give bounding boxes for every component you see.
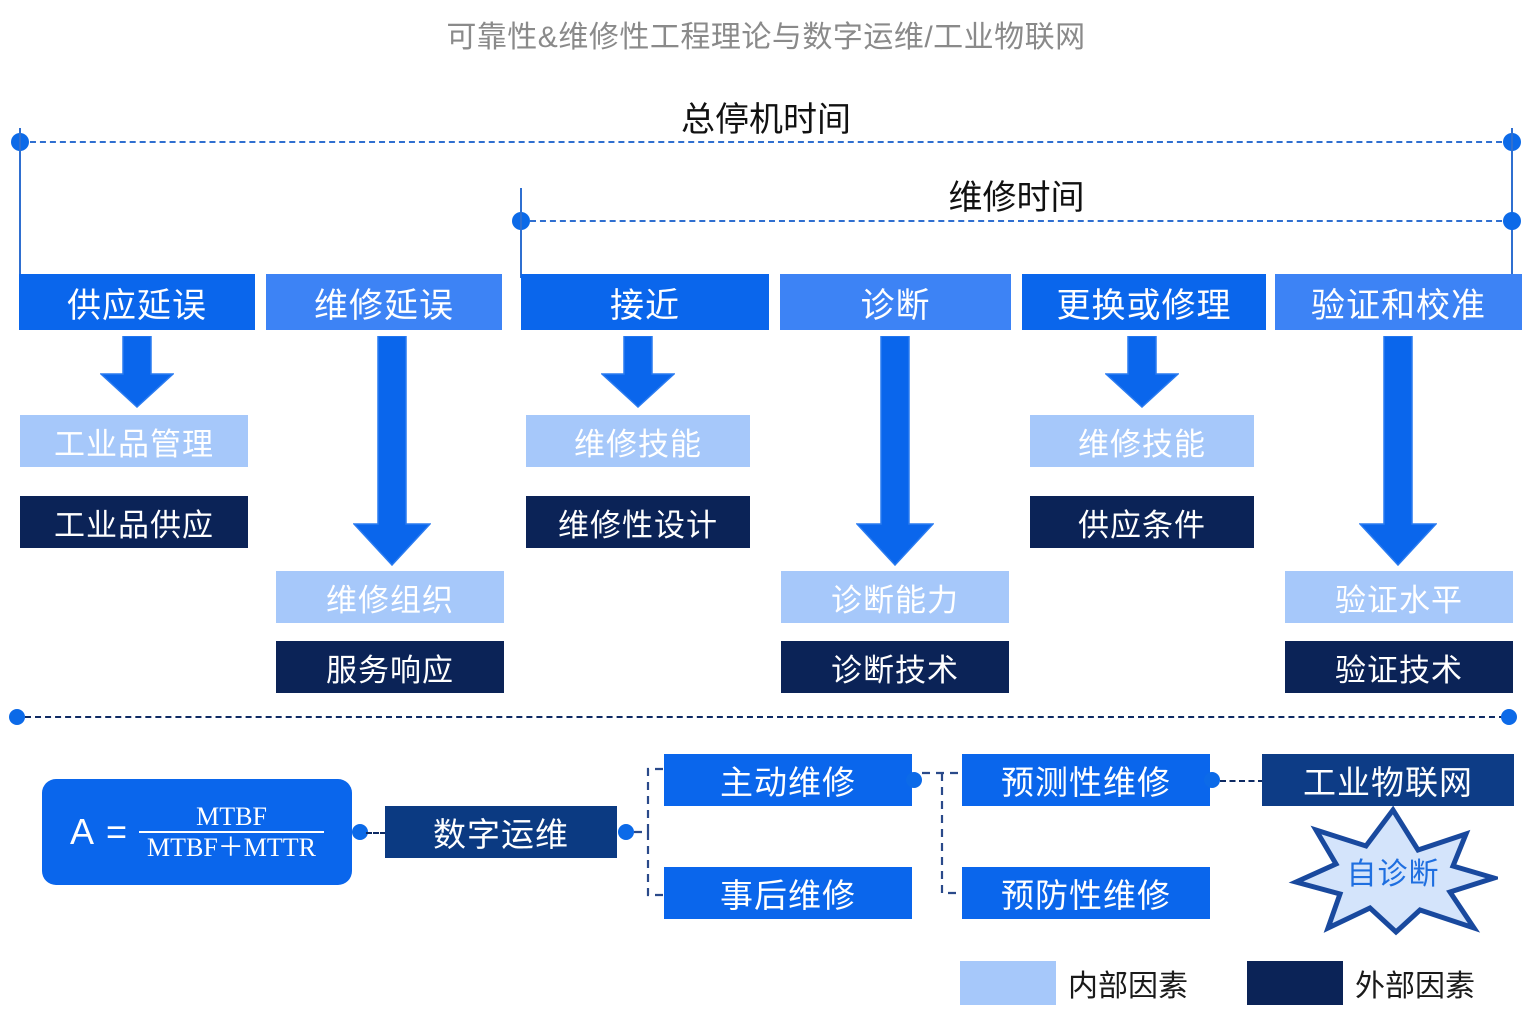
factor-outer-repair-delay[interactable]: 服务响应 [276, 641, 504, 693]
factor-outer-diagnosis[interactable]: 诊断技术 [781, 641, 1009, 693]
bracket-label-total-downtime: 总停机时间 [681, 101, 851, 139]
legend-label-external: 外部因素 [1355, 970, 1475, 1003]
legend-swatch-external [1247, 961, 1343, 1005]
factor-outer-verify-and-calibrate[interactable]: 验证技术 [1285, 641, 1513, 693]
page-title: 可靠性&维修性工程理论与数字运维/工业物联网 [446, 21, 1086, 54]
factor-inner-verify-and-calibrate[interactable]: 验证水平 [1285, 571, 1513, 623]
factor-inner-supply-delay[interactable]: 工业品管理 [20, 415, 248, 467]
availability-formula-box[interactable]: A = MTBF MTBF＋MTTR [42, 779, 352, 885]
section-divider-left-endpoint [9, 709, 25, 725]
arrow-down-diagnosis [856, 336, 934, 566]
bracket-label-repair-time: 维修时间 [948, 179, 1085, 217]
node-digital-ops[interactable]: 数字运维 [385, 806, 617, 858]
arrow-down-access [601, 336, 675, 408]
stage-header-replace-or-repair[interactable]: 更换或修理 [1022, 274, 1266, 330]
total-downtime-left-leg [19, 128, 21, 278]
repair-time-right-endpoint [1503, 212, 1521, 230]
formula-connector-dot [352, 824, 368, 840]
formula-numerator: MTBF [196, 801, 267, 831]
stage-header-verify-and-calibrate[interactable]: 验证和校准 [1275, 274, 1522, 330]
factor-inner-access[interactable]: 维修技能 [526, 415, 750, 467]
arrow-down-verify-and-calibrate [1359, 336, 1437, 566]
formula-denominator: MTBF＋MTTR [139, 831, 325, 862]
predictive-to-iiot-dashed-line [1220, 780, 1264, 782]
factor-outer-supply-delay[interactable]: 工业品供应 [20, 496, 248, 548]
legend-swatch-internal [960, 961, 1056, 1005]
root-branch-connector [634, 767, 670, 897]
node-industrial-iot[interactable]: 工业物联网 [1262, 754, 1514, 806]
repair-time-dashed-line [530, 220, 1512, 222]
root-connector-dot [618, 824, 634, 840]
section-divider-dashed-line [25, 716, 1505, 718]
stage-header-access[interactable]: 接近 [521, 274, 769, 330]
arrow-down-replace-or-repair [1105, 336, 1179, 408]
node-proactive-maintenance[interactable]: 主动维修 [664, 754, 912, 806]
node-corrective-maintenance[interactable]: 事后维修 [664, 867, 912, 919]
proactive-branch-connector [922, 771, 964, 895]
factor-inner-diagnosis[interactable]: 诊断能力 [781, 571, 1009, 623]
factor-outer-replace-or-repair[interactable]: 供应条件 [1030, 496, 1254, 548]
total-downtime-dashed-line [20, 141, 1512, 143]
arrow-down-repair-delay [353, 336, 431, 566]
predictive-connector-dot [1204, 772, 1220, 788]
node-preventive-maintenance[interactable]: 预防性维修 [962, 867, 1210, 919]
arrow-down-supply-delay [100, 336, 174, 408]
factor-inner-replace-or-repair[interactable]: 维修技能 [1030, 415, 1254, 467]
proactive-connector-dot [906, 772, 922, 788]
section-divider-right-endpoint [1501, 709, 1517, 725]
self-diagnosis-star[interactable]: 自诊断 [1288, 805, 1503, 936]
stage-header-repair-delay[interactable]: 维修延误 [266, 274, 502, 330]
legend-label-internal: 内部因素 [1068, 970, 1188, 1003]
stage-header-diagnosis[interactable]: 诊断 [780, 274, 1011, 330]
total-downtime-right-leg [1511, 128, 1513, 278]
formula-lhs: A [69, 811, 94, 852]
node-predictive-maintenance[interactable]: 预测性维修 [962, 754, 1210, 806]
factor-inner-repair-delay[interactable]: 维修组织 [276, 571, 504, 623]
formula-equals: = [105, 811, 127, 852]
formula-to-root-dashed-line [366, 832, 386, 834]
repair-time-left-leg [520, 188, 522, 278]
factor-outer-access[interactable]: 维修性设计 [526, 496, 750, 548]
stage-header-supply-delay[interactable]: 供应延误 [19, 274, 255, 330]
